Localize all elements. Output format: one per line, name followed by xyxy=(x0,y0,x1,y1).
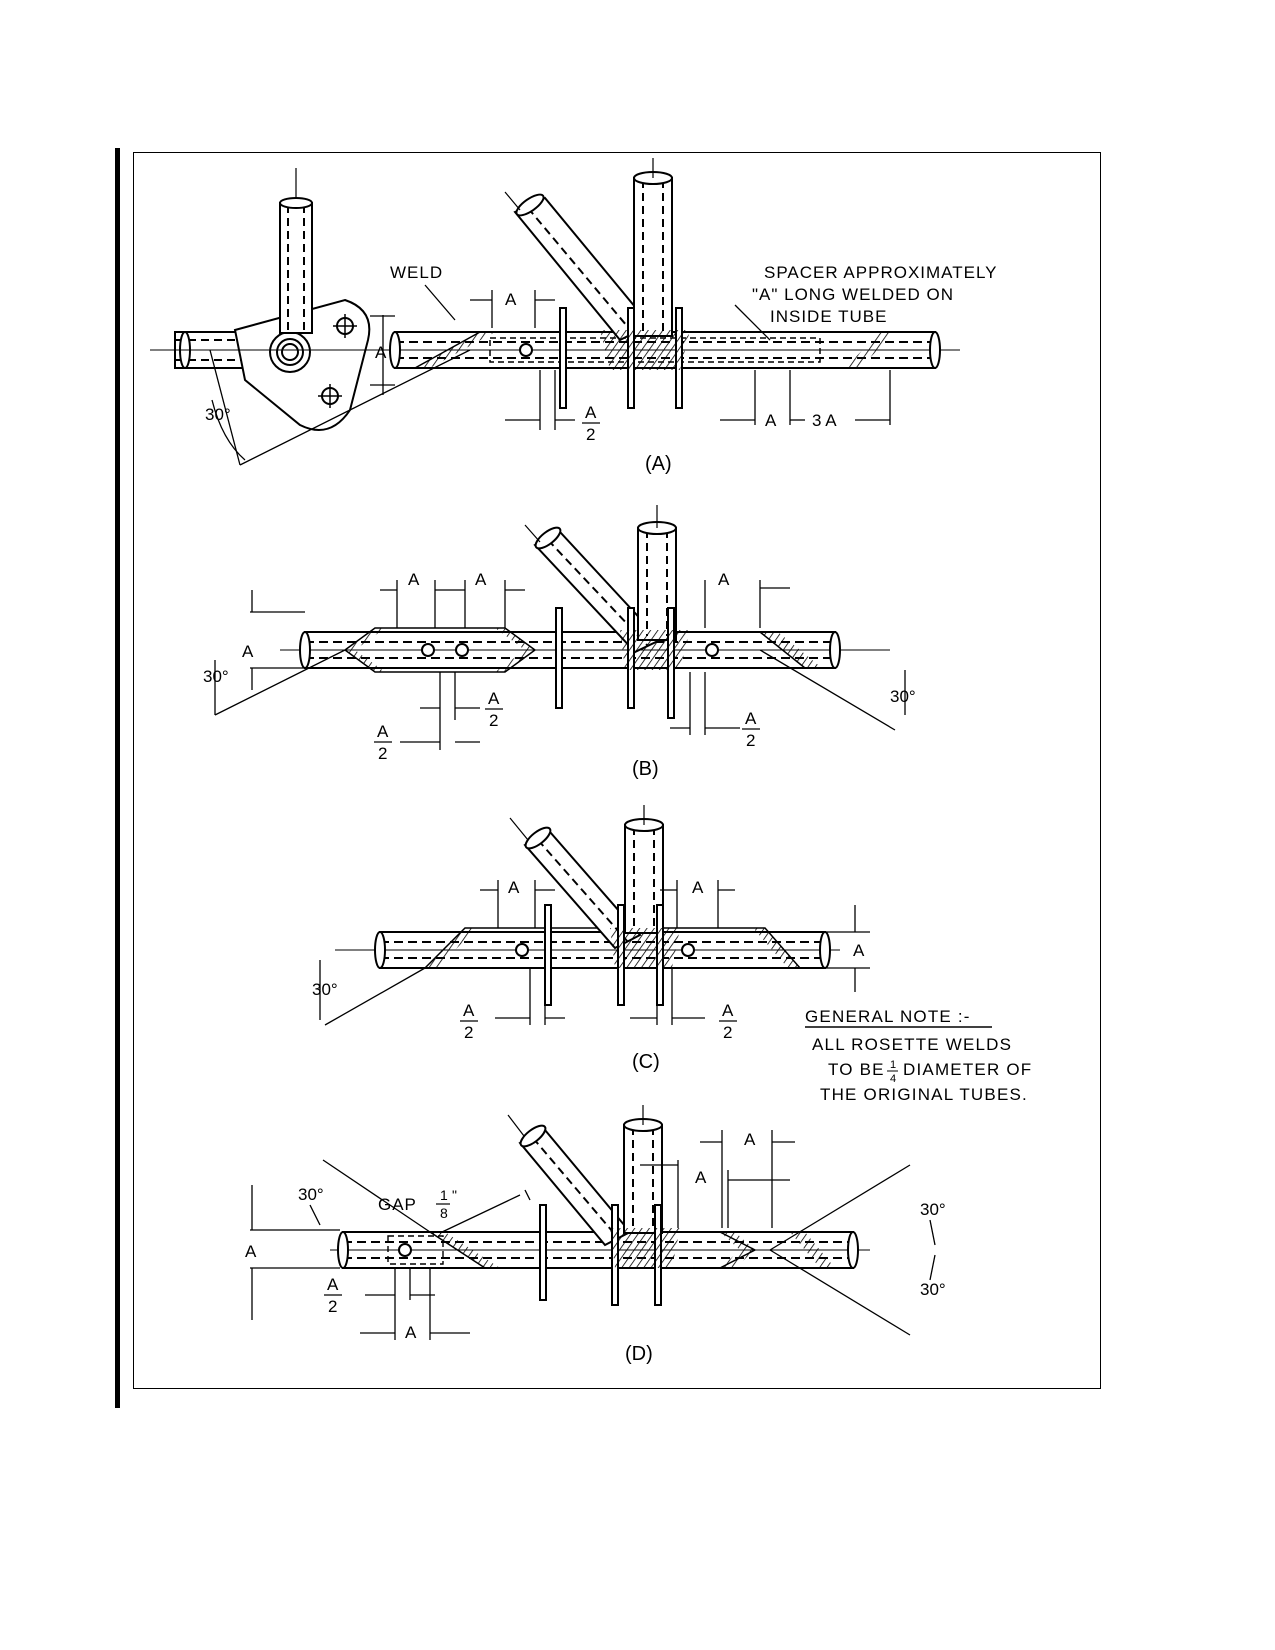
panel-a-half-num: A xyxy=(585,403,597,422)
panel-d-dim-a-left: A xyxy=(245,1242,257,1261)
panel-b-half-num-2: A xyxy=(377,722,389,741)
panel-d-gap-label: GAP xyxy=(378,1195,417,1214)
panel-b-dimensions xyxy=(214,580,906,750)
figure-frame xyxy=(133,152,1101,1389)
panel-d-dim-a-bottom: A xyxy=(405,1323,417,1342)
general-note-line-1: ALL ROSETTE WELDS xyxy=(812,1035,1012,1054)
panel-d-gap-num: 1 xyxy=(440,1187,448,1203)
general-note-title: GENERAL NOTE :- xyxy=(805,1007,971,1026)
panel-b-angle-right: 30° xyxy=(890,687,916,706)
panel-a-weld-label: WELD xyxy=(390,263,443,282)
general-note-fraction-num: 1 xyxy=(890,1059,896,1071)
panel-b-dim-a-1: A xyxy=(408,570,420,589)
general-note-line-3: THE ORIGINAL TUBES. xyxy=(820,1085,1028,1104)
panel-d xyxy=(250,1105,936,1340)
panel-d-gap-den: 8 xyxy=(440,1205,448,1221)
panel-d-half-den: 2 xyxy=(328,1297,337,1316)
panel-d-gap-unit: " xyxy=(452,1187,457,1203)
panel-a-dim-3a: 3 A xyxy=(812,411,837,430)
panel-c xyxy=(319,805,870,1026)
panel-d-dimensions xyxy=(250,1130,936,1340)
general-note-line-2-pre: TO BE xyxy=(828,1060,885,1079)
general-note: GENERAL NOTE :- ALL ROSETTE WELDS TO BE … xyxy=(805,1007,1032,1104)
panel-c-text: A A A A 2 A 2 30° (C) xyxy=(312,878,865,1073)
panel-c-dim-a-2: A xyxy=(692,878,704,897)
panel-a-dim-a-top: A xyxy=(505,290,517,309)
panel-b-dim-a-2: A xyxy=(475,570,487,589)
panel-a-text: WELD A A A 2 A 3 A 30° SPACER APPROXIMAT… xyxy=(205,263,998,475)
panel-a xyxy=(150,158,960,466)
panel-d-caption: (D) xyxy=(625,1343,653,1365)
panel-b-half-num-1: A xyxy=(488,689,500,708)
panel-b-half-den-2: 2 xyxy=(378,744,387,763)
panel-b-angle-left: 30° xyxy=(203,667,229,686)
panel-c-angle: 30° xyxy=(312,980,338,999)
panel-a-dimensions xyxy=(209,284,891,466)
panel-a-fitting xyxy=(174,168,371,431)
general-note-line-2-post: DIAMETER OF xyxy=(903,1060,1032,1079)
panel-d-dim-a-2: A xyxy=(695,1168,707,1187)
panel-b-dim-a-3: A xyxy=(718,570,730,589)
panel-b-caption: (B) xyxy=(632,758,659,780)
panel-c-dim-a-right: A xyxy=(853,941,865,960)
panel-c-caption: (C) xyxy=(632,1051,660,1073)
general-note-fraction-den: 4 xyxy=(890,1073,896,1085)
panel-d-angle-right-bottom: 30° xyxy=(920,1280,946,1299)
panel-a-dim-a-right: A xyxy=(765,411,777,430)
panel-a-half-den: 2 xyxy=(586,425,595,444)
panel-b xyxy=(214,505,906,750)
panel-a-angle: 30° xyxy=(205,405,231,424)
panel-d-half-num: A xyxy=(327,1275,339,1294)
panel-b-half-den-1: 2 xyxy=(489,711,498,730)
panel-c-half-den-2: 2 xyxy=(723,1023,732,1042)
panel-d-text: GAP 1 8 " A A A A A 2 30° 30° 30° (D) xyxy=(245,1130,946,1365)
panel-b-half-den-3: 2 xyxy=(746,731,755,750)
panel-c-half-den-1: 2 xyxy=(464,1023,473,1042)
panel-d-angle-right-top: 30° xyxy=(920,1200,946,1219)
panel-c-half-num-2: A xyxy=(722,1001,734,1020)
left-margin-rule xyxy=(115,148,120,1408)
panel-a-spacer-note-2: "A" LONG WELDED ON xyxy=(752,285,954,304)
panel-a-dim-a-left: A xyxy=(375,343,387,362)
panel-c-dim-a-1: A xyxy=(508,878,520,897)
panel-b-half-num-3: A xyxy=(745,709,757,728)
panel-b-text: A A A A A 2 A 2 A 2 30° 30° (B) xyxy=(203,570,916,780)
panel-a-branch-tubes xyxy=(504,158,690,409)
panel-c-half-num-1: A xyxy=(463,1001,475,1020)
panel-d-angle-left: 30° xyxy=(298,1185,324,1204)
panel-c-dimensions xyxy=(319,880,870,1026)
panel-a-spacer-note-1: SPACER APPROXIMATELY xyxy=(764,263,998,282)
panel-d-dim-a-1: A xyxy=(744,1130,756,1149)
panel-b-dim-a-left: A xyxy=(242,642,254,661)
panel-a-spacer-note-3: INSIDE TUBE xyxy=(770,307,887,326)
panel-a-caption: (A) xyxy=(645,453,672,475)
